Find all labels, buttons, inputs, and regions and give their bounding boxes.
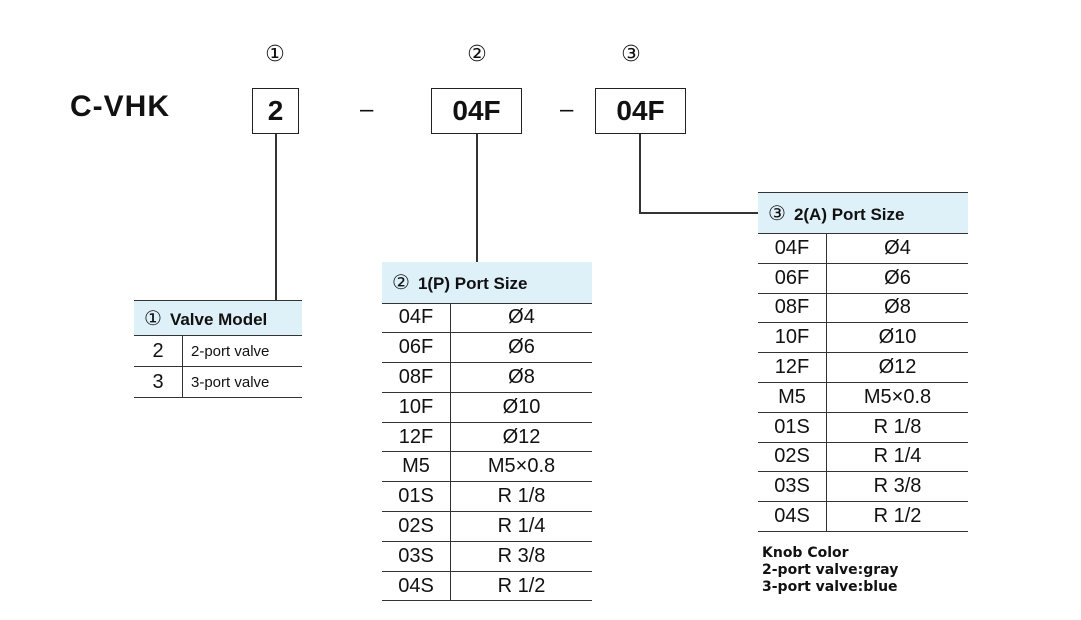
connector-valve-model <box>275 134 277 300</box>
field-number-3: ③ <box>621 42 641 67</box>
knob-color-line-2port: 2-port valve:gray <box>762 562 899 578</box>
field-box-valve-model: 2 <box>252 88 299 134</box>
knob-color-note: Knob Color 2-port valve:gray 3-port valv… <box>762 545 898 596</box>
separator-1: – <box>360 96 374 123</box>
connector-port-a-vertical <box>639 134 641 213</box>
connector-port-p <box>476 134 478 262</box>
field-box-port-p: 04F <box>431 88 522 134</box>
field-box-port-a: 04F <box>595 88 686 134</box>
model-prefix: C-VHK <box>70 90 170 123</box>
table-row: 2 2-port valve <box>134 335 302 367</box>
knob-color-title: Knob Color <box>762 545 849 561</box>
field-number-2: ② <box>467 42 487 67</box>
separator-2: – <box>560 96 574 123</box>
knob-color-line-3port: 3-port valve:blue <box>762 579 898 595</box>
table-row: 3 3-port valve <box>134 366 302 398</box>
field-number-1: ① <box>265 42 285 67</box>
connector-port-a-horizontal <box>639 212 758 214</box>
